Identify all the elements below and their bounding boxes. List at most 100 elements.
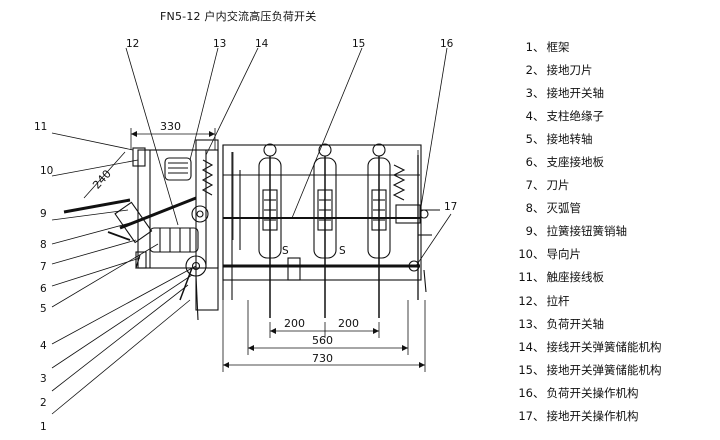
legend-text: 接地开关轴 xyxy=(546,86,605,101)
legend-separator: 、 xyxy=(533,155,545,170)
support-insulator-bottom xyxy=(149,227,199,253)
callout-13: 13 xyxy=(213,38,226,50)
legend-number: 5 xyxy=(525,132,533,147)
legend-item: 15、接地开关弹簧储能机构 xyxy=(507,359,712,382)
legend-number: 11 xyxy=(518,270,533,285)
legend-separator: 、 xyxy=(533,40,545,54)
legend-item: 17、接地开关操作机构 xyxy=(507,405,712,428)
callout-1: 1 xyxy=(40,421,47,433)
load-switch-shaft xyxy=(191,205,209,223)
legend-text: 负荷开关操作机构 xyxy=(546,385,639,400)
legend-separator: 、 xyxy=(533,201,545,216)
legend-separator: 、 xyxy=(533,385,545,400)
callout-8: 8 xyxy=(40,239,47,251)
legend-item: 9、拉簧接钮簧销轴 xyxy=(507,220,712,243)
legend-text: 支柱绝缘子 xyxy=(546,109,605,124)
legend-item: 6、支座接地板 xyxy=(507,151,712,174)
side-frame-post xyxy=(195,139,219,311)
dim-730: 730 xyxy=(312,352,333,365)
side-view xyxy=(63,139,219,321)
front-view xyxy=(222,143,440,318)
callout-16: 16 xyxy=(440,38,454,50)
legend-text: 支座接地板 xyxy=(546,155,605,170)
legend-separator: 、 xyxy=(533,316,545,331)
legend-number: 7 xyxy=(525,178,533,193)
callout-17: 17 xyxy=(444,201,457,213)
phase-a xyxy=(258,143,282,318)
callout-6: 6 xyxy=(40,283,47,295)
dim-240: 240 xyxy=(90,167,114,191)
legend-item: 1、框架 xyxy=(507,36,712,59)
callout-5: 5 xyxy=(40,303,47,315)
earthing-switch-handle-icon xyxy=(408,260,420,272)
legend-number: 1 xyxy=(525,40,533,54)
legend-separator: 、 xyxy=(533,86,545,101)
callout-2: 2 xyxy=(40,397,47,409)
dim-560: 560 xyxy=(312,334,333,347)
dim-330: 330 xyxy=(160,120,181,133)
legend-text: 接地开关弹簧储能机构 xyxy=(546,362,662,377)
callout-4: 4 xyxy=(40,340,47,352)
callout-14: 14 xyxy=(255,38,269,50)
legend-number: 4 xyxy=(525,109,533,124)
legend-item: 3、接地开关轴 xyxy=(507,82,712,105)
legend-separator: 、 xyxy=(533,293,545,308)
mark-s-right: S xyxy=(339,245,346,257)
legend-item: 11、触座接线板 xyxy=(507,266,712,289)
legend-separator: 、 xyxy=(533,109,545,124)
arc-tube xyxy=(114,201,153,244)
legend-text: 刀片 xyxy=(546,178,570,193)
legend-item: 8、灭弧管 xyxy=(507,197,712,220)
legend-item: 4、支柱绝缘子 xyxy=(507,105,712,128)
phase-c xyxy=(367,143,391,318)
leader-lines xyxy=(51,47,452,415)
legend-text: 负荷开关轴 xyxy=(546,316,605,331)
legend-number: 10 xyxy=(518,247,533,262)
operating-mechanism-block xyxy=(395,204,421,224)
diagram-title: FN5-12 户内交流高压负荷开关 xyxy=(160,10,317,23)
legend-separator: 、 xyxy=(533,339,545,354)
legend-text: 拉杆 xyxy=(546,293,570,308)
callout-9: 9 xyxy=(40,208,47,220)
legend-item: 16、负荷开关操作机构 xyxy=(507,382,712,405)
dim-200-left: 200 xyxy=(284,317,305,330)
legend-number: 12 xyxy=(518,293,533,308)
front-frame xyxy=(222,144,422,281)
legend-number: 2 xyxy=(525,63,533,78)
earthing-blade xyxy=(179,267,193,301)
spring-side xyxy=(201,159,214,196)
legend-separator: 、 xyxy=(533,132,545,147)
dimension-texts: 330 240 200 200 560 730 S S xyxy=(90,120,359,365)
legend-text: 灭弧管 xyxy=(546,201,582,216)
legend-text: 触座接线板 xyxy=(546,270,605,285)
callout-15: 15 xyxy=(352,38,365,50)
legend-text: 导向片 xyxy=(546,247,582,262)
legend-text: 接地转轴 xyxy=(546,132,593,147)
legend-item: 10、导向片 xyxy=(507,243,712,266)
legend-number: 16 xyxy=(518,385,533,400)
legend-separator: 、 xyxy=(533,247,545,262)
legend-text: 框架 xyxy=(546,40,570,54)
part-legend: 1、框架 2、接地刀片 3、接地开关轴 4、支柱绝缘子 5、接地转轴 6、支座接… xyxy=(507,36,712,428)
support-insulator-top xyxy=(164,157,192,181)
callout-7: 7 xyxy=(40,261,47,273)
legend-number: 8 xyxy=(525,201,533,216)
legend-separator: 、 xyxy=(533,270,545,285)
spring-front xyxy=(392,164,406,201)
legend-text: 接地刀片 xyxy=(546,63,593,78)
dimension-arrowheads xyxy=(131,131,425,368)
legend-number: 9 xyxy=(525,224,533,239)
callout-3: 3 xyxy=(40,373,47,385)
legend-text: 接地开关操作机构 xyxy=(546,408,639,423)
phase-b xyxy=(313,143,337,318)
legend-separator: 、 xyxy=(533,408,545,423)
dimension-lines xyxy=(83,128,426,372)
load-switch-handle-icon xyxy=(419,209,429,219)
legend-item: 13、负荷开关轴 xyxy=(507,313,712,336)
legend-item: 12、拉杆 xyxy=(507,290,712,313)
legend-item: 14、接线开关弹簧储能机构 xyxy=(507,336,712,359)
legend-item: 5、接地转轴 xyxy=(507,128,712,151)
legend-number: 6 xyxy=(525,155,533,170)
legend-separator: 、 xyxy=(533,362,545,377)
